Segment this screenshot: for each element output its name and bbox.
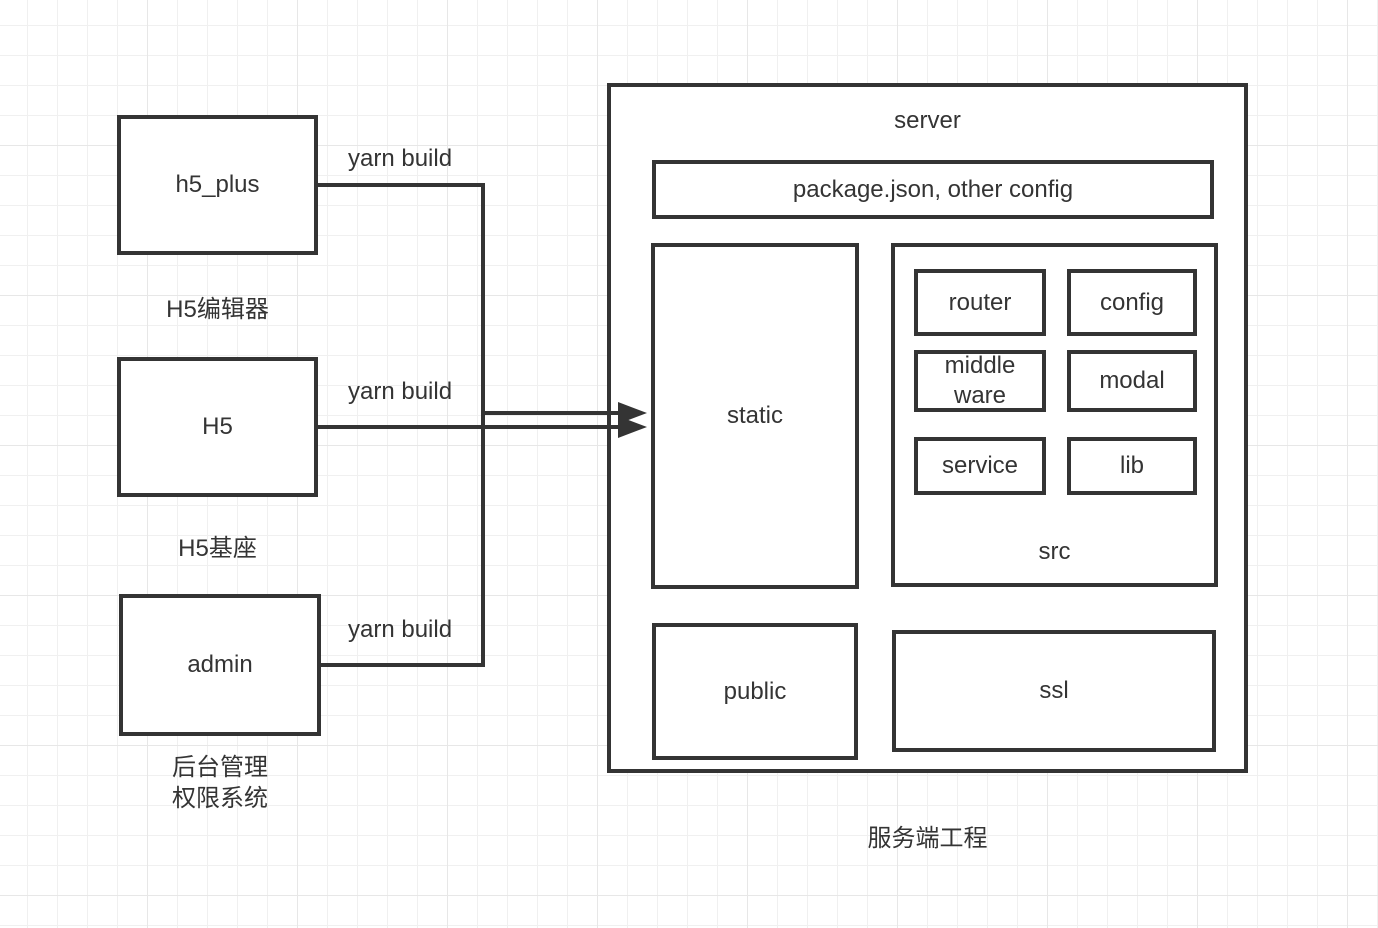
src-group: router config middle ware modal service … [891, 243, 1218, 587]
box-public-label: public [723, 677, 787, 705]
node-admin-caption: 后台管理 权限系统 [119, 752, 321, 814]
box-router: router [914, 269, 1046, 336]
node-admin-label: admin [187, 651, 253, 678]
src-group-label: src [1038, 537, 1071, 565]
box-config: config [1067, 269, 1197, 336]
box-public: public [652, 623, 858, 760]
node-admin: admin [119, 594, 321, 736]
box-service: service [914, 437, 1046, 495]
server-title: server [894, 107, 961, 134]
box-service-label: service [941, 452, 1019, 479]
box-static: static [651, 243, 859, 589]
node-admin-caption-line1: 后台管理 [172, 754, 268, 781]
node-h5-plus-label: h5_plus [175, 171, 260, 198]
box-modal-label: modal [1099, 367, 1165, 394]
box-router-label: router [948, 288, 1012, 316]
box-package-json-config: package.json, other config [652, 160, 1214, 219]
node-h5: H5 [117, 357, 318, 497]
node-h5-label: H5 [202, 413, 233, 440]
node-h5-plus-caption: H5编辑器 [166, 296, 269, 323]
box-middleware: middle ware [914, 350, 1046, 412]
edge-label-yarn-build-h5: yarn build [348, 378, 453, 405]
box-lib-label: lib [1119, 452, 1144, 479]
box-package-json-config-label: package.json, other config [792, 175, 1074, 203]
box-lib: lib [1067, 437, 1197, 495]
box-static-label: static [726, 402, 783, 429]
box-ssl-label: ssl [1039, 677, 1069, 704]
box-modal: modal [1067, 350, 1197, 412]
node-admin-caption-line2: 权限系统 [172, 785, 268, 813]
edge-label-yarn-build-admin: yarn build [348, 616, 453, 643]
box-ssl: ssl [892, 630, 1216, 752]
server-caption: 服务端工程 [867, 825, 988, 852]
connector-bus-h5plus-admin [318, 183, 485, 667]
box-config-label: config [1099, 288, 1165, 316]
box-middleware-label: middle ware [944, 352, 1016, 409]
edge-label-yarn-build-h5plus: yarn build [348, 145, 453, 172]
server-container: server package.json, other config static… [607, 83, 1248, 773]
node-h5-plus: h5_plus [117, 115, 318, 255]
node-h5-caption: H5基座 [178, 535, 257, 562]
